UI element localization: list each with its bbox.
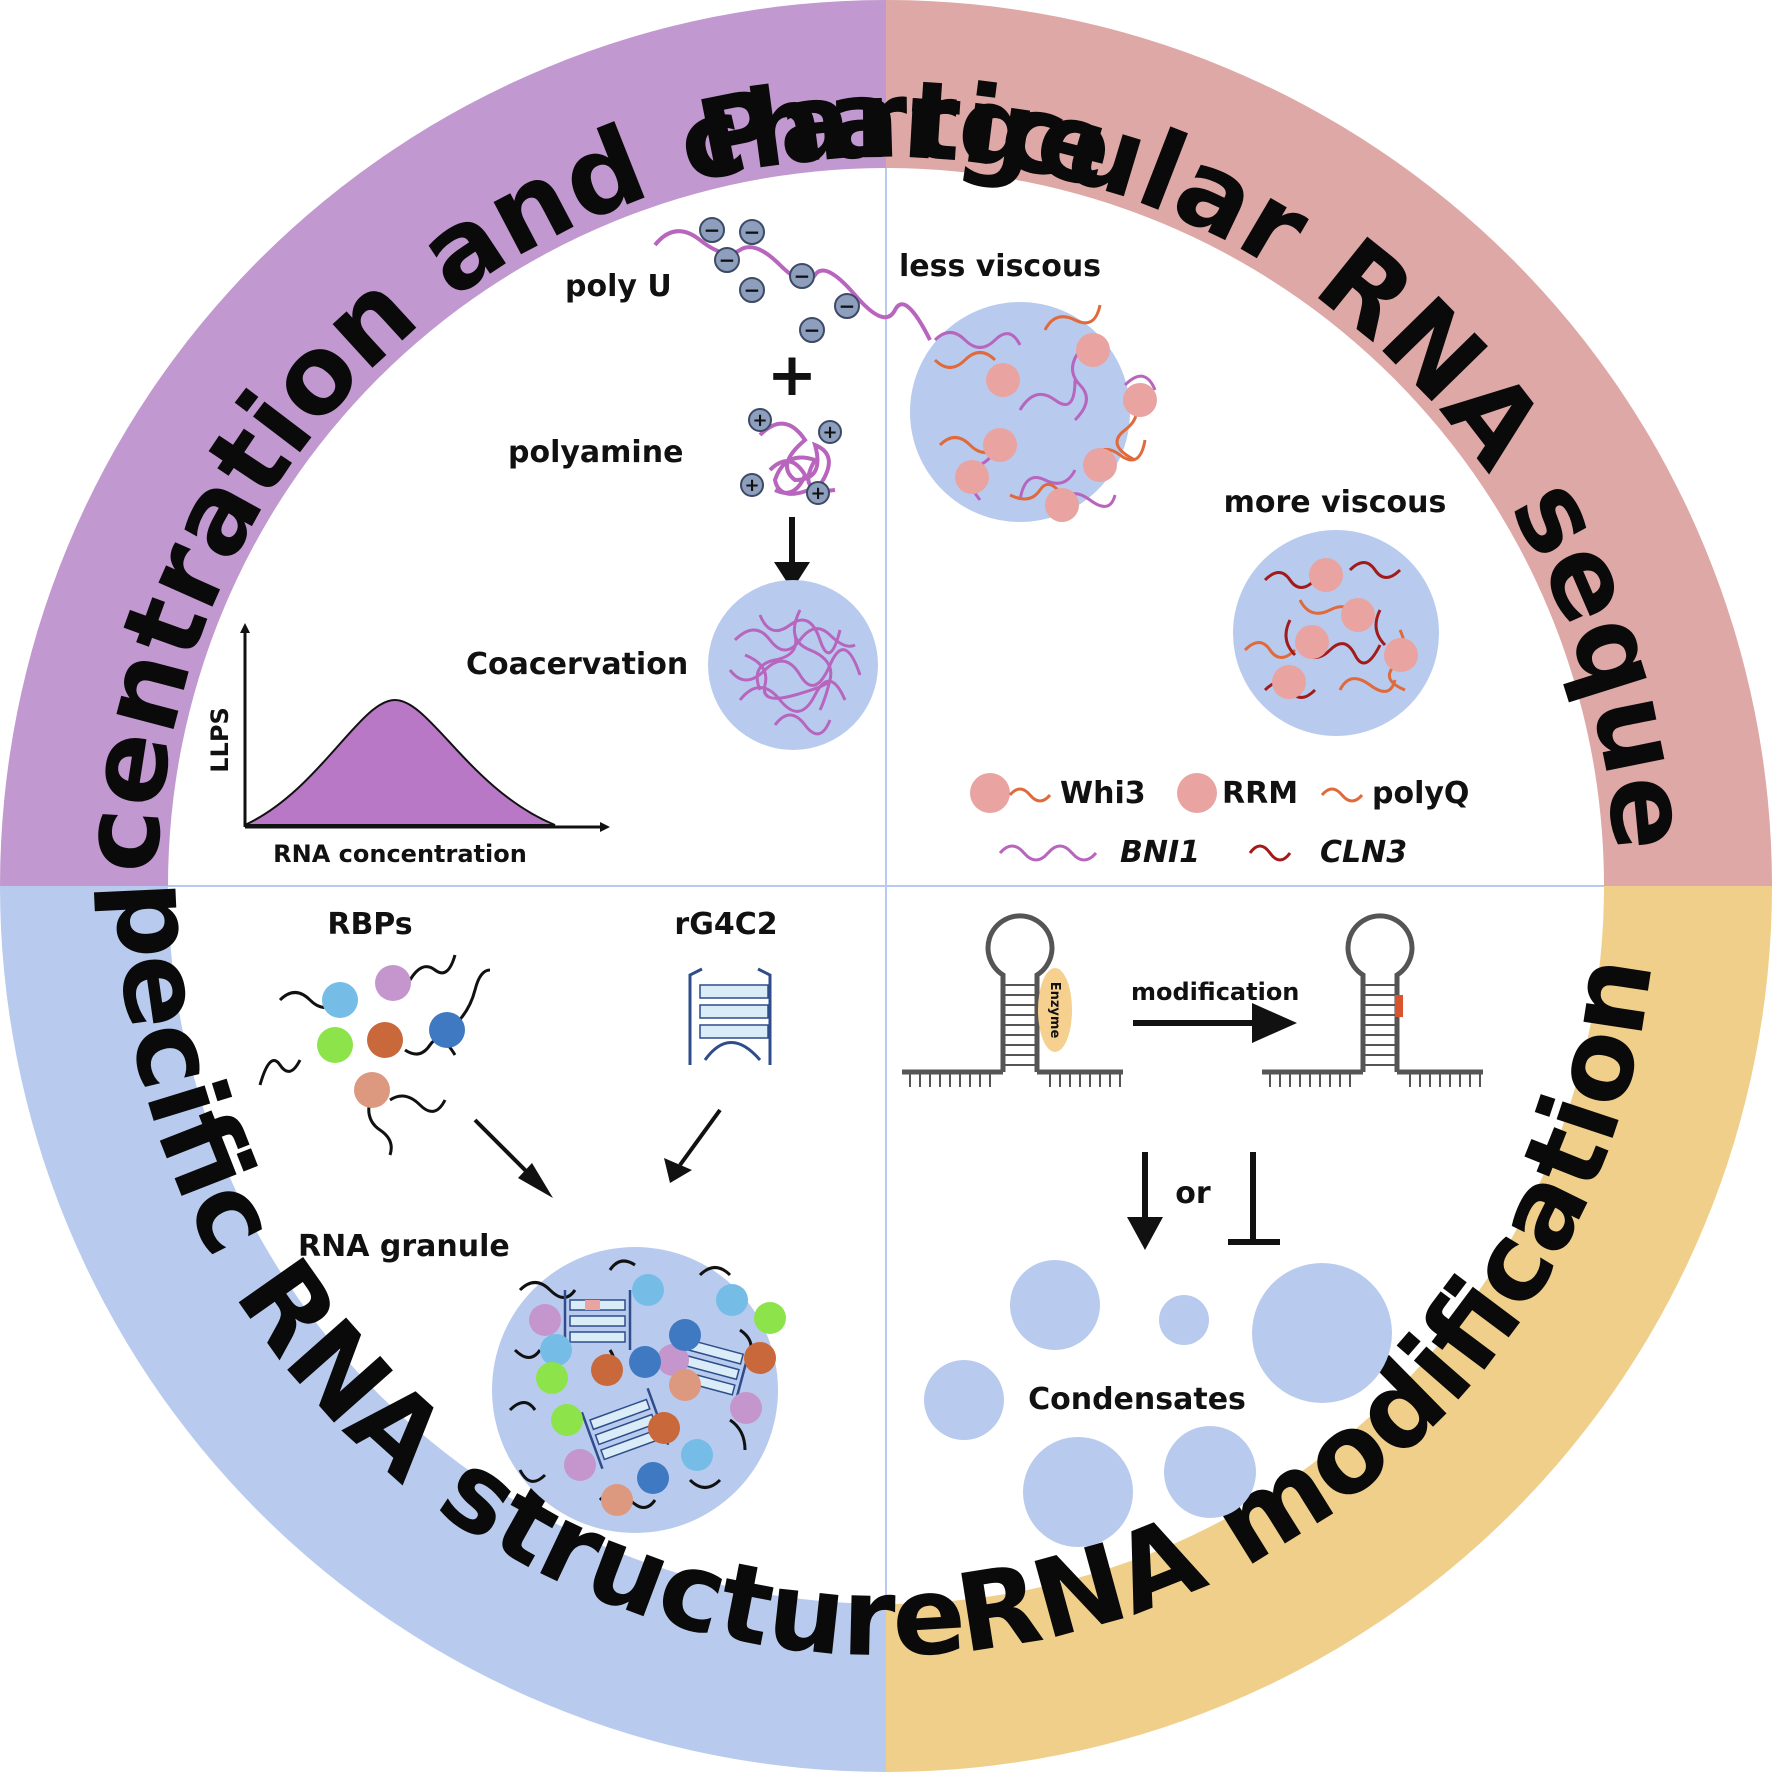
polyamine-charges: [740, 408, 842, 505]
minus-label: −: [704, 218, 721, 242]
panel-concentration-charge: − − − − − − − poly U + + + + + polyamin: [206, 217, 932, 868]
legend-rrm: RRM: [1222, 776, 1298, 811]
droplet-more-viscous: [1233, 530, 1439, 736]
plus-label: +: [744, 475, 759, 496]
plus-label: +: [810, 483, 825, 504]
legend-bni1-line: [998, 844, 1098, 862]
minus-label: −: [744, 220, 761, 244]
hairpin-modified-ticks: [1269, 1072, 1481, 1087]
plus-sign: +: [767, 340, 817, 410]
rbp-darkblue: [429, 1012, 465, 1048]
rg4c2-quadruplex: [688, 967, 772, 1065]
arrow-rbps-head: [518, 1163, 553, 1198]
arrow-modification-head: [1252, 1003, 1297, 1043]
condensate: [1252, 1263, 1392, 1403]
label-rna-granule: RNA granule: [298, 1229, 510, 1264]
hairpin-unmodified-rungs: [1003, 984, 1037, 1066]
condensate: [1010, 1260, 1100, 1350]
axis-label-llps: LLPS: [206, 707, 234, 772]
coacervate-tangle: [728, 609, 862, 736]
condensate: [924, 1360, 1004, 1440]
polyamine-plus-labels: + + + +: [744, 410, 837, 504]
rbp-salmon: [354, 1072, 390, 1108]
minus-label: −: [794, 264, 811, 288]
minus-label: −: [719, 248, 736, 272]
poly-u-minus-labels: − − − − − − −: [704, 218, 856, 342]
legend-cln3-line: [1248, 844, 1292, 862]
hairpin-unmodified-ticks: [909, 1072, 1121, 1087]
legend-whi3-tail: [1008, 787, 1052, 803]
rbp-blue: [322, 982, 358, 1018]
enzyme-blob: [1038, 968, 1072, 1052]
label-or: or: [1175, 1176, 1211, 1211]
label-less-viscous: less viscous: [899, 249, 1101, 284]
condensate: [1164, 1426, 1256, 1518]
label-rg4c2: rG4C2: [674, 907, 777, 942]
arrow-down-head: [774, 562, 810, 590]
minus-label: −: [744, 278, 761, 302]
label-polyamine: polyamine: [508, 435, 683, 470]
label-rbps: RBPs: [327, 907, 412, 942]
modification-mark: [1395, 995, 1403, 1017]
panel-specific-rna-structure: RBPs rG4C2: [258, 907, 786, 1533]
label-more-viscous: more viscous: [1224, 485, 1447, 520]
label-coacervation: Coacervation: [466, 647, 688, 682]
plus-label: +: [822, 422, 837, 443]
legend-rrm-ball: [1177, 773, 1217, 813]
legend: Whi3 RRM polyQ BNI1 CLN3: [970, 773, 1469, 870]
legend-bni1: BNI1: [1120, 835, 1200, 870]
more-viscous-whi3-balls: [1272, 558, 1418, 699]
rbp-green: [317, 1027, 353, 1063]
polyamine-tangle: [758, 421, 836, 496]
arrow-rg4c2-to-granule: [678, 1108, 722, 1167]
rbp-cluster-balls: [317, 965, 465, 1108]
poly-u-charges: [699, 217, 860, 343]
legend-cln3: CLN3: [1320, 835, 1407, 870]
legend-polyq: polyQ: [1372, 776, 1469, 811]
label-condensates: Condensates: [1028, 1382, 1246, 1417]
less-viscous-whi3-balls: [955, 333, 1157, 522]
rbp-purple: [375, 965, 411, 1001]
axis-label-rna-concentration: RNA concentration: [273, 840, 527, 868]
label-modification: modification: [1131, 978, 1299, 1006]
condensate: [1159, 1295, 1209, 1345]
llps-curve: [244, 698, 556, 826]
panel-rna-modification: Enzyme modification: [902, 913, 1483, 1547]
hairpin-modified-rungs: [1363, 984, 1397, 1066]
plus-label: +: [752, 410, 767, 431]
legend-whi3-ball: [970, 773, 1010, 813]
panel-particular-rna-sequence: less viscous more viscous: [899, 249, 1469, 870]
arrow-promote-head: [1127, 1217, 1163, 1250]
arrow-rg4c2-head: [664, 1158, 692, 1183]
granule-rbp-balls: [529, 1274, 786, 1516]
label-enzyme: Enzyme: [1047, 982, 1062, 1039]
legend-whi3: Whi3: [1060, 776, 1146, 811]
minus-label: −: [804, 318, 821, 342]
label-poly-u: poly U: [565, 269, 672, 304]
condensate: [1023, 1437, 1133, 1547]
minus-label: −: [839, 294, 856, 318]
rbp-orange: [367, 1022, 403, 1058]
condensates: [924, 1260, 1392, 1547]
legend-polyq-line: [1320, 787, 1364, 803]
